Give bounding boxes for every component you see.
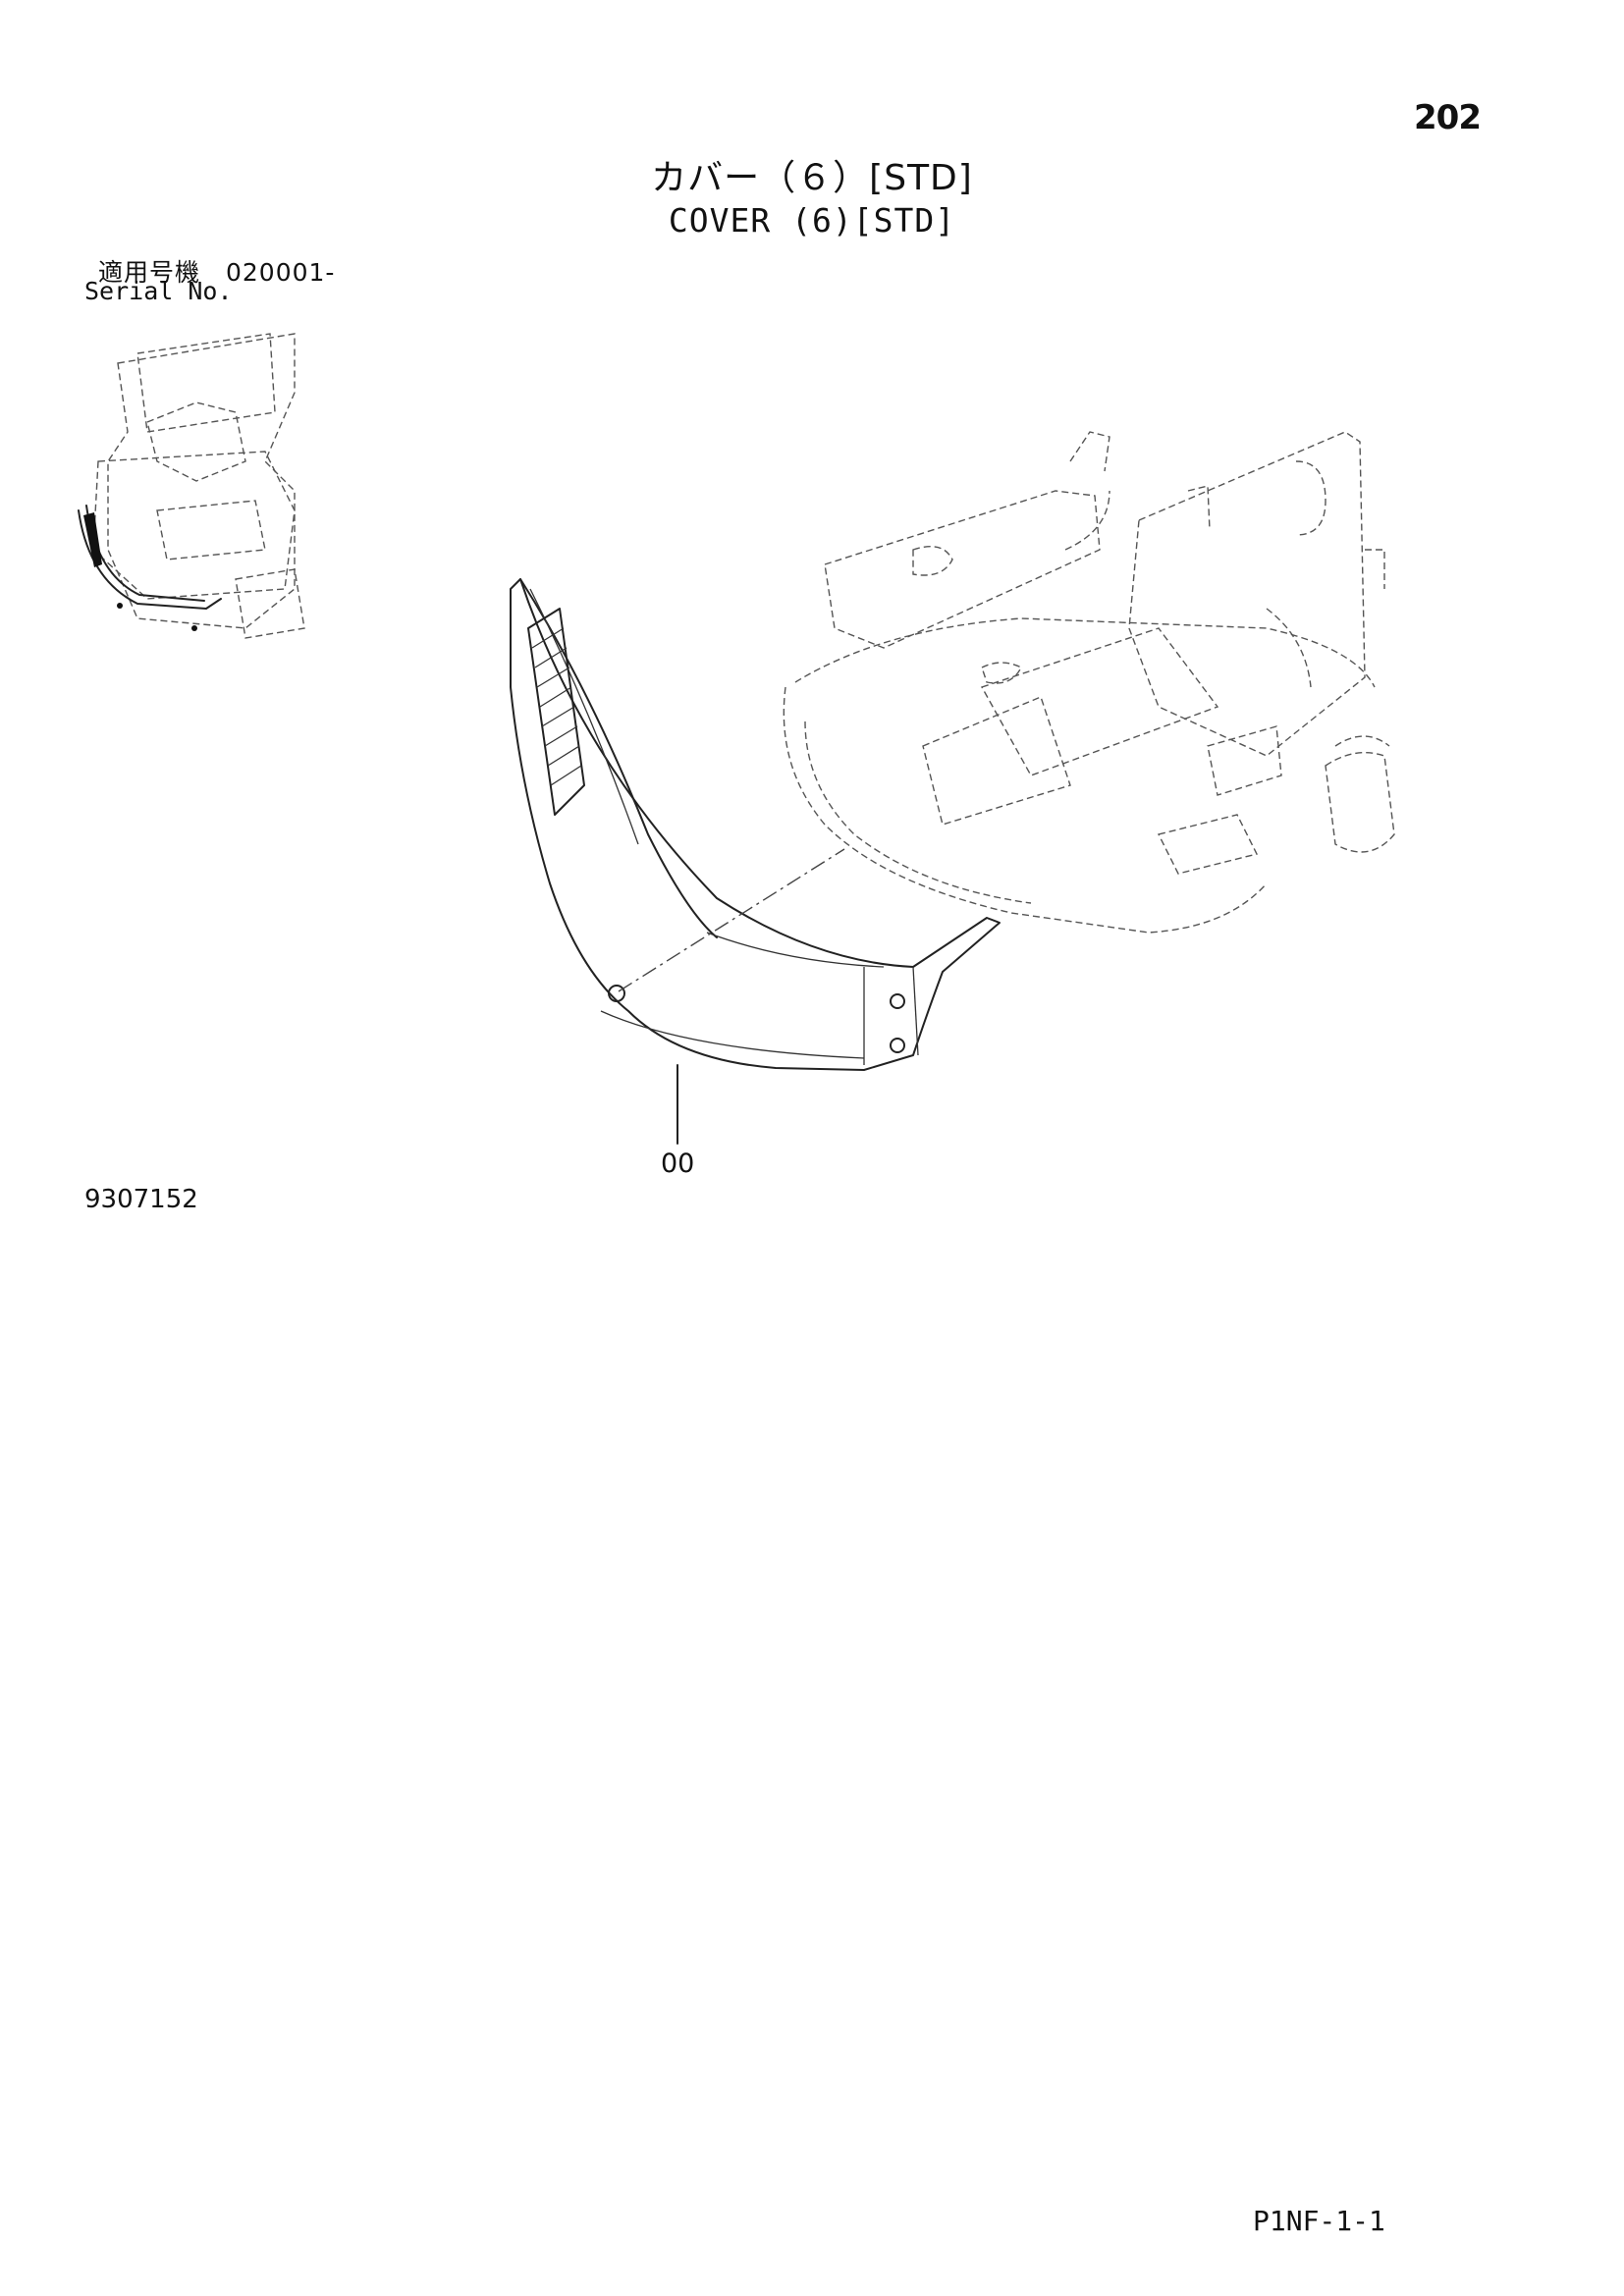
drawing-number: 9307152 <box>84 1185 198 1214</box>
part-callout-label: 00 <box>661 1148 695 1179</box>
bolt-hole-left <box>608 985 625 1002</box>
title-japanese: カバー（６）[STD] <box>651 158 973 198</box>
machine-thumbnail <box>78 333 305 639</box>
title-english: COVER (6)[STD] <box>668 201 956 240</box>
serial-label-japanese: 適用号機 020001- <box>98 258 336 287</box>
upper-frame-outline <box>783 431 1395 934</box>
page-number: 202 <box>1414 98 1482 137</box>
footer-code: P1NF-1-1 <box>1253 2205 1385 2237</box>
cover-part <box>510 578 1001 1145</box>
bolt-hole-lower <box>890 1038 905 1053</box>
cover-grille <box>527 608 585 816</box>
bolt-hole-upper <box>890 993 905 1009</box>
assembly-centerline <box>618 848 845 992</box>
serial-label-english: Serial No. <box>84 277 233 305</box>
